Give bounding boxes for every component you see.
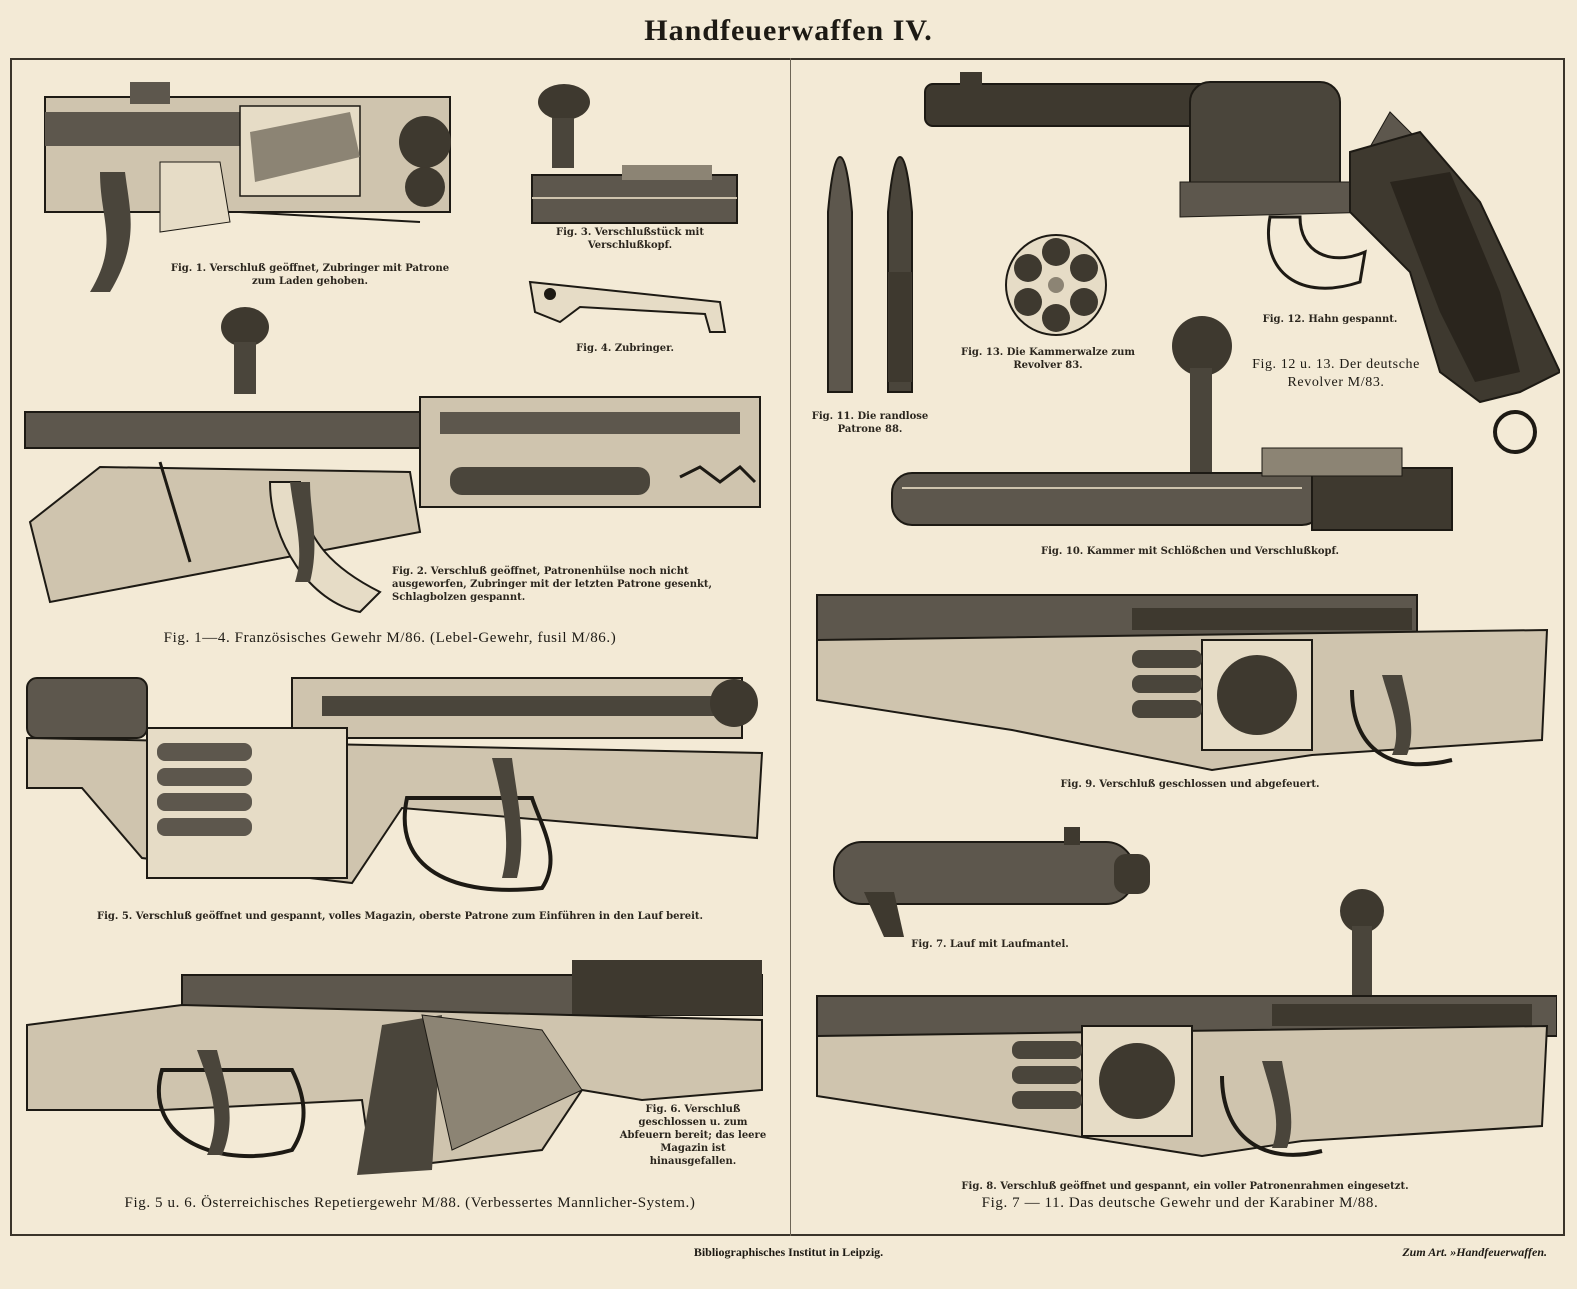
fig7-illustration	[824, 822, 1164, 942]
group-caption-french: Fig. 1—4. Französisches Gewehr M/86. (Le…	[163, 630, 617, 646]
fig11-caption: Fig. 11. Die randlose Patrone 88.	[811, 411, 929, 435]
group-caption-revolver: Fig. 12 u. 13. Der deutsche Revolver M/8…	[1252, 357, 1420, 390]
fig2-illustration	[20, 302, 765, 622]
fig2-caption: Fig. 2. Verschluß geöffnet, Patronenhüls…	[392, 566, 713, 603]
plate-frame	[10, 58, 1565, 1236]
fig5-illustration	[22, 668, 767, 904]
fig4-illustration	[520, 262, 740, 334]
fig10-caption: Fig. 10. Kammer mit Schlößchen und Versc…	[1041, 546, 1339, 557]
fig7-caption: Fig. 7. Lauf mit Laufmantel.	[911, 939, 1069, 950]
fig9-caption: Fig. 9. Verschluß geschlossen und abgefe…	[1060, 779, 1320, 790]
publisher-line: Bibliographisches Institut in Leipzig.	[693, 1245, 884, 1259]
fig9-illustration	[812, 580, 1552, 780]
fig13-caption: Fig. 13. Die Kammerwalze zum Revolver 83…	[961, 347, 1135, 371]
fig1-illustration	[40, 72, 460, 294]
fig10-illustration	[862, 308, 1478, 536]
fig12-caption: Fig. 12. Hahn gespannt.	[1262, 314, 1398, 325]
center-divider	[790, 58, 791, 1236]
fig8-caption: Fig. 8. Verschluß geöffnet und gespannt,…	[961, 1181, 1409, 1192]
fig6-illustration	[22, 950, 767, 1182]
fig3-illustration	[522, 80, 742, 228]
group-caption-german: Fig. 7 — 11. Das deutsche Gewehr und der…	[981, 1195, 1379, 1211]
fig4-caption: Fig. 4. Zubringer.	[576, 343, 674, 354]
fig5-caption: Fig. 5. Verschluß geöffnet und gespannt,…	[96, 911, 704, 922]
fig6-caption: Fig. 6. Verschluß geschlossen u. zum Abf…	[619, 1104, 767, 1167]
fig11-illustration	[808, 152, 918, 404]
fig12-illustration	[920, 72, 1560, 462]
group-caption-austrian: Fig. 5 u. 6. Österreichisches Repetierge…	[124, 1195, 696, 1211]
fig3-caption: Fig. 3. Verschlußstück mit Verschlußkopf…	[556, 227, 704, 251]
fig1-caption: Fig. 1. Verschluß geöffnet, Zubringer mi…	[170, 263, 450, 287]
fig8-illustration	[812, 886, 1557, 1176]
fig13-illustration	[994, 232, 1118, 338]
plate-title: Handfeuerwaffen IV.	[644, 14, 933, 47]
article-reference: Zum Art. »Handfeuerwaffen.	[1402, 1245, 1547, 1259]
